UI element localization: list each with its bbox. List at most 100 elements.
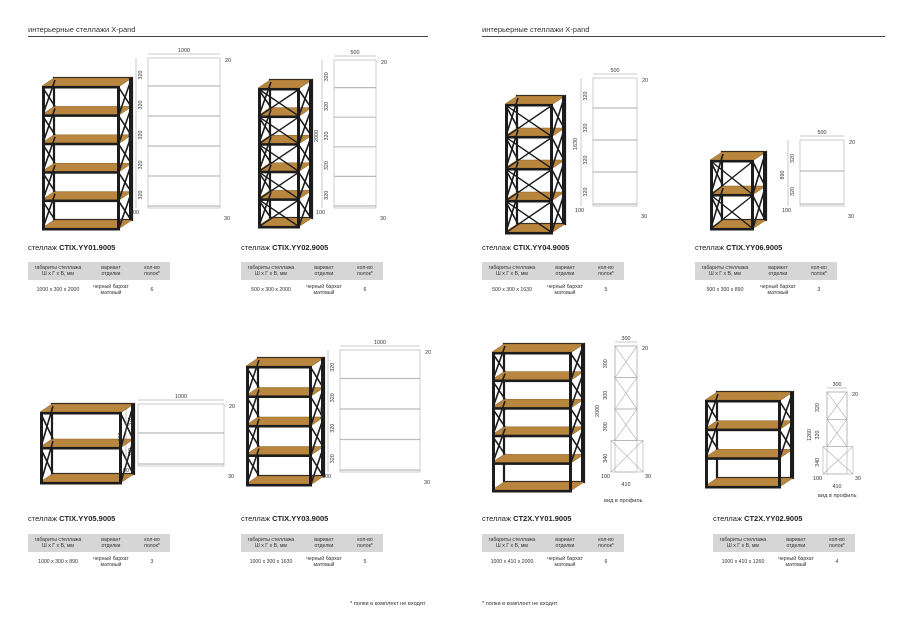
shelf-rack-illustration	[491, 342, 586, 493]
bottom-left-dimension: 100	[316, 210, 325, 216]
shelf-edge	[492, 434, 572, 438]
product-title: стеллаж CTIX.YY01.9005	[28, 243, 115, 252]
product-title: стеллаж CTIX.YY06.9005	[695, 243, 782, 252]
shelf-gap-dimension: 320	[138, 161, 144, 170]
product-photo	[41, 76, 134, 231]
cell-dimensions: 1000 x 300 x 890	[38, 558, 78, 565]
shelf-edge	[42, 114, 120, 117]
bottom-right-dimension: 30	[641, 214, 647, 220]
product-photo	[39, 402, 136, 485]
footnote-shelves-not-included: * полки в комплект не входят	[350, 601, 426, 607]
shelf-gap-dimension: 320	[790, 187, 796, 196]
shelf-edge	[246, 395, 312, 398]
shelf-gap-dimension: 320	[324, 191, 330, 200]
shelf-edge	[42, 228, 120, 231]
shelf-rack-illustration	[709, 150, 768, 231]
shelf-edge	[246, 454, 312, 457]
cell-shelf-count: 3	[817, 286, 821, 293]
shelf-gap-dimension: 300	[603, 422, 609, 431]
model-code: CT2X.YY01.9005	[513, 514, 572, 523]
shelf-gap-dimension: 340	[603, 454, 609, 463]
model-code: CTIX.YY04.9005	[513, 243, 570, 252]
shelf-gap-dimension: 320	[815, 403, 821, 412]
shelf-edge	[705, 428, 781, 432]
shelf-gap-dimension: 320	[138, 101, 144, 110]
shelf-gap-dimension: 320	[330, 363, 336, 372]
bottom-left-dimension: 100	[120, 468, 129, 474]
product-photo	[257, 78, 314, 229]
bottom-left-dimension: 100	[575, 208, 584, 214]
shelf-edge	[705, 400, 781, 403]
title-prefix: стеллаж	[241, 243, 273, 252]
shelf-edge	[492, 352, 572, 355]
width-dimension: 1000	[374, 340, 386, 346]
shelf-edge	[705, 486, 781, 489]
profile-view-note: вид в профиль	[818, 493, 857, 499]
cell-shelf-count: 6	[150, 286, 154, 293]
shelf-gap-dimension: 320	[324, 161, 330, 170]
wood-shelf	[709, 151, 767, 161]
bottom-left-dimension: 100	[601, 474, 610, 480]
wood-shelf	[709, 219, 767, 229]
height-dimension: 2000	[595, 405, 601, 417]
shelf-gap-dimension: 320	[330, 454, 336, 463]
cell-shelf-count: 5	[604, 286, 608, 293]
bottom-right-dimension: 30	[224, 216, 230, 222]
top-offset-dimension: 20	[381, 60, 387, 66]
product-photo	[491, 342, 586, 493]
title-prefix: стеллаж	[28, 243, 60, 252]
shelf-edge	[246, 366, 312, 369]
title-prefix: стеллаж	[482, 514, 514, 523]
model-code: CTIX.YY01.9005	[59, 243, 116, 252]
shelf-edge	[42, 142, 120, 146]
shelf-edge	[42, 86, 120, 89]
cell-shelf-count: 6	[604, 558, 608, 565]
bottom-right-dimension: 30	[855, 476, 861, 482]
shelf-edge	[258, 115, 300, 119]
bottom-left-dimension: 100	[130, 210, 139, 216]
model-code: CTIX.YY05.9005	[59, 514, 116, 523]
shelf-edge	[258, 226, 300, 229]
top-offset-dimension: 20	[229, 404, 235, 410]
header-rule	[482, 36, 885, 37]
shelf-edge	[42, 171, 120, 174]
shelf-rack-illustration	[39, 402, 136, 485]
shelf-gap-dimension: 320	[324, 132, 330, 141]
shelf-edge	[246, 484, 312, 487]
width-dimension: 500	[351, 50, 360, 56]
top-offset-dimension: 20	[642, 78, 648, 84]
shelf-gap-dimension: 320	[583, 188, 589, 197]
product-title: стеллаж CT2X.YY01.9005	[482, 514, 571, 523]
shelf-gap-dimension: 320	[138, 131, 144, 140]
product-title: стеллаж CTIX.YY03.9005	[241, 514, 328, 523]
cell-dimensions: 1000 x 410 x 1260	[721, 558, 765, 565]
shelf-gap-dimension: 320	[138, 191, 144, 200]
shelf-edge	[258, 88, 300, 91]
bottom-left-dimension: 100	[813, 476, 822, 482]
